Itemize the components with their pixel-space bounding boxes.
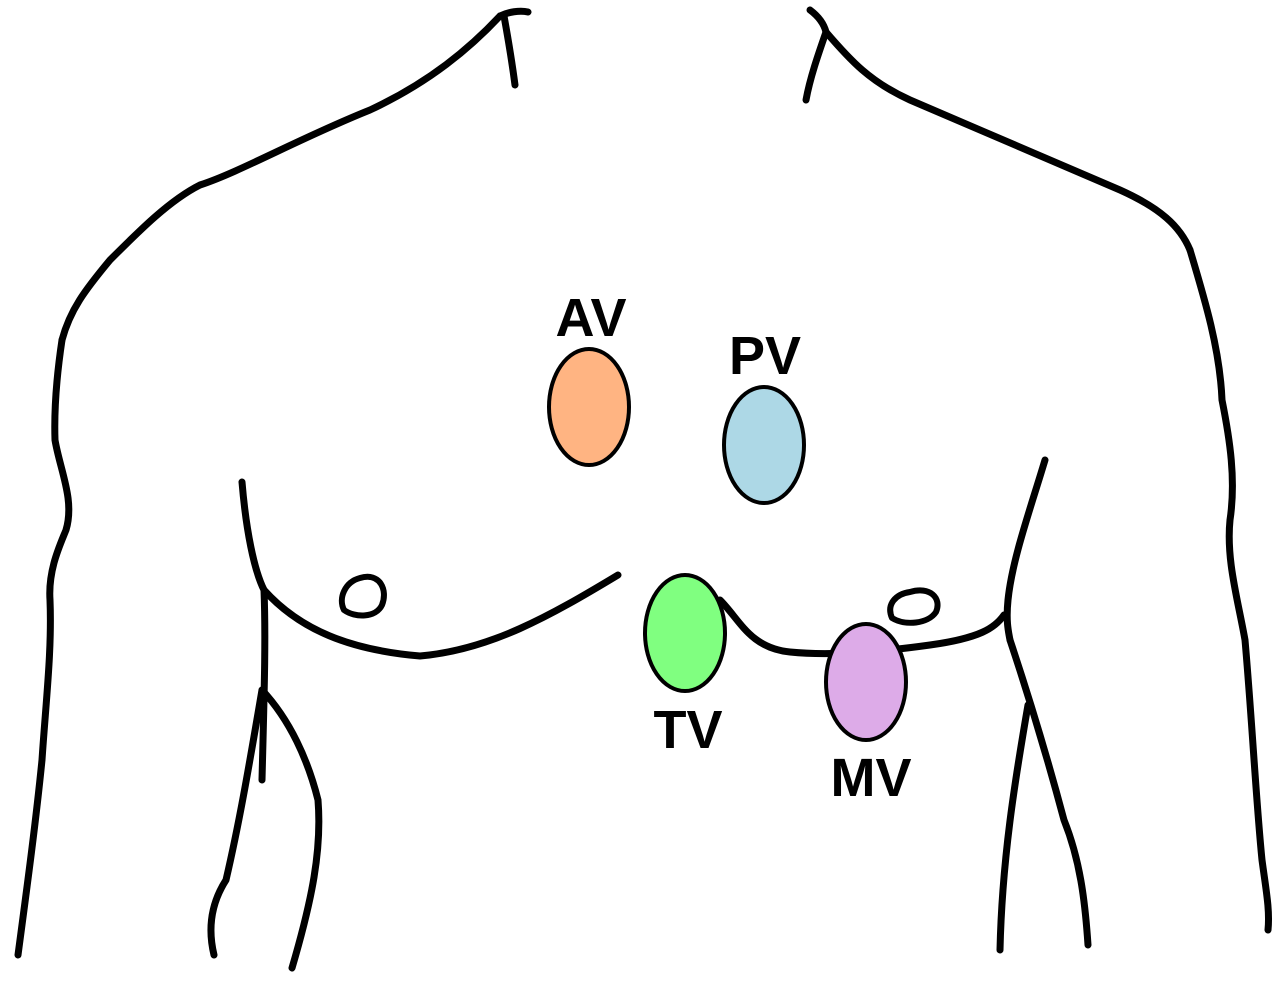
mitral-valve-marker [824,622,908,742]
right-shoulder-line [822,28,1194,254]
left-arm-outer [14,336,73,959]
left-arm-inner [258,686,323,972]
right-flank [1003,456,1049,644]
left-flank [238,478,269,784]
aortic-valve-label: AV [555,288,626,348]
right-clavicle-stub [802,28,830,104]
aortic-valve-marker [547,347,631,467]
pulmonary-valve-label: PV [729,326,801,386]
left-shoulder-line [58,12,504,344]
right-forearm-inner [1006,636,1092,949]
left-forearm-inner [207,686,266,959]
valve-markers: AV PV TV MV [547,288,912,808]
valve-aortic: AV [547,288,631,467]
mitral-valve-label: MV [831,748,912,808]
valve-pulmonary: PV [722,326,806,505]
right-arm-outer [1186,246,1273,934]
tricuspid-valve-label: TV [653,700,722,760]
left-nipple [338,573,387,619]
valve-mitral: MV [824,622,912,808]
left-pectoral [260,571,622,660]
right-neck-line [806,6,830,36]
torso-outline [14,6,1273,972]
right-arm-inner [996,701,1032,954]
left-clavicle-stub [500,12,519,89]
tricuspid-valve-marker [643,573,727,693]
right-nipple [887,587,941,626]
valve-tricuspid: TV [643,573,727,760]
pulmonary-valve-marker [722,385,806,505]
